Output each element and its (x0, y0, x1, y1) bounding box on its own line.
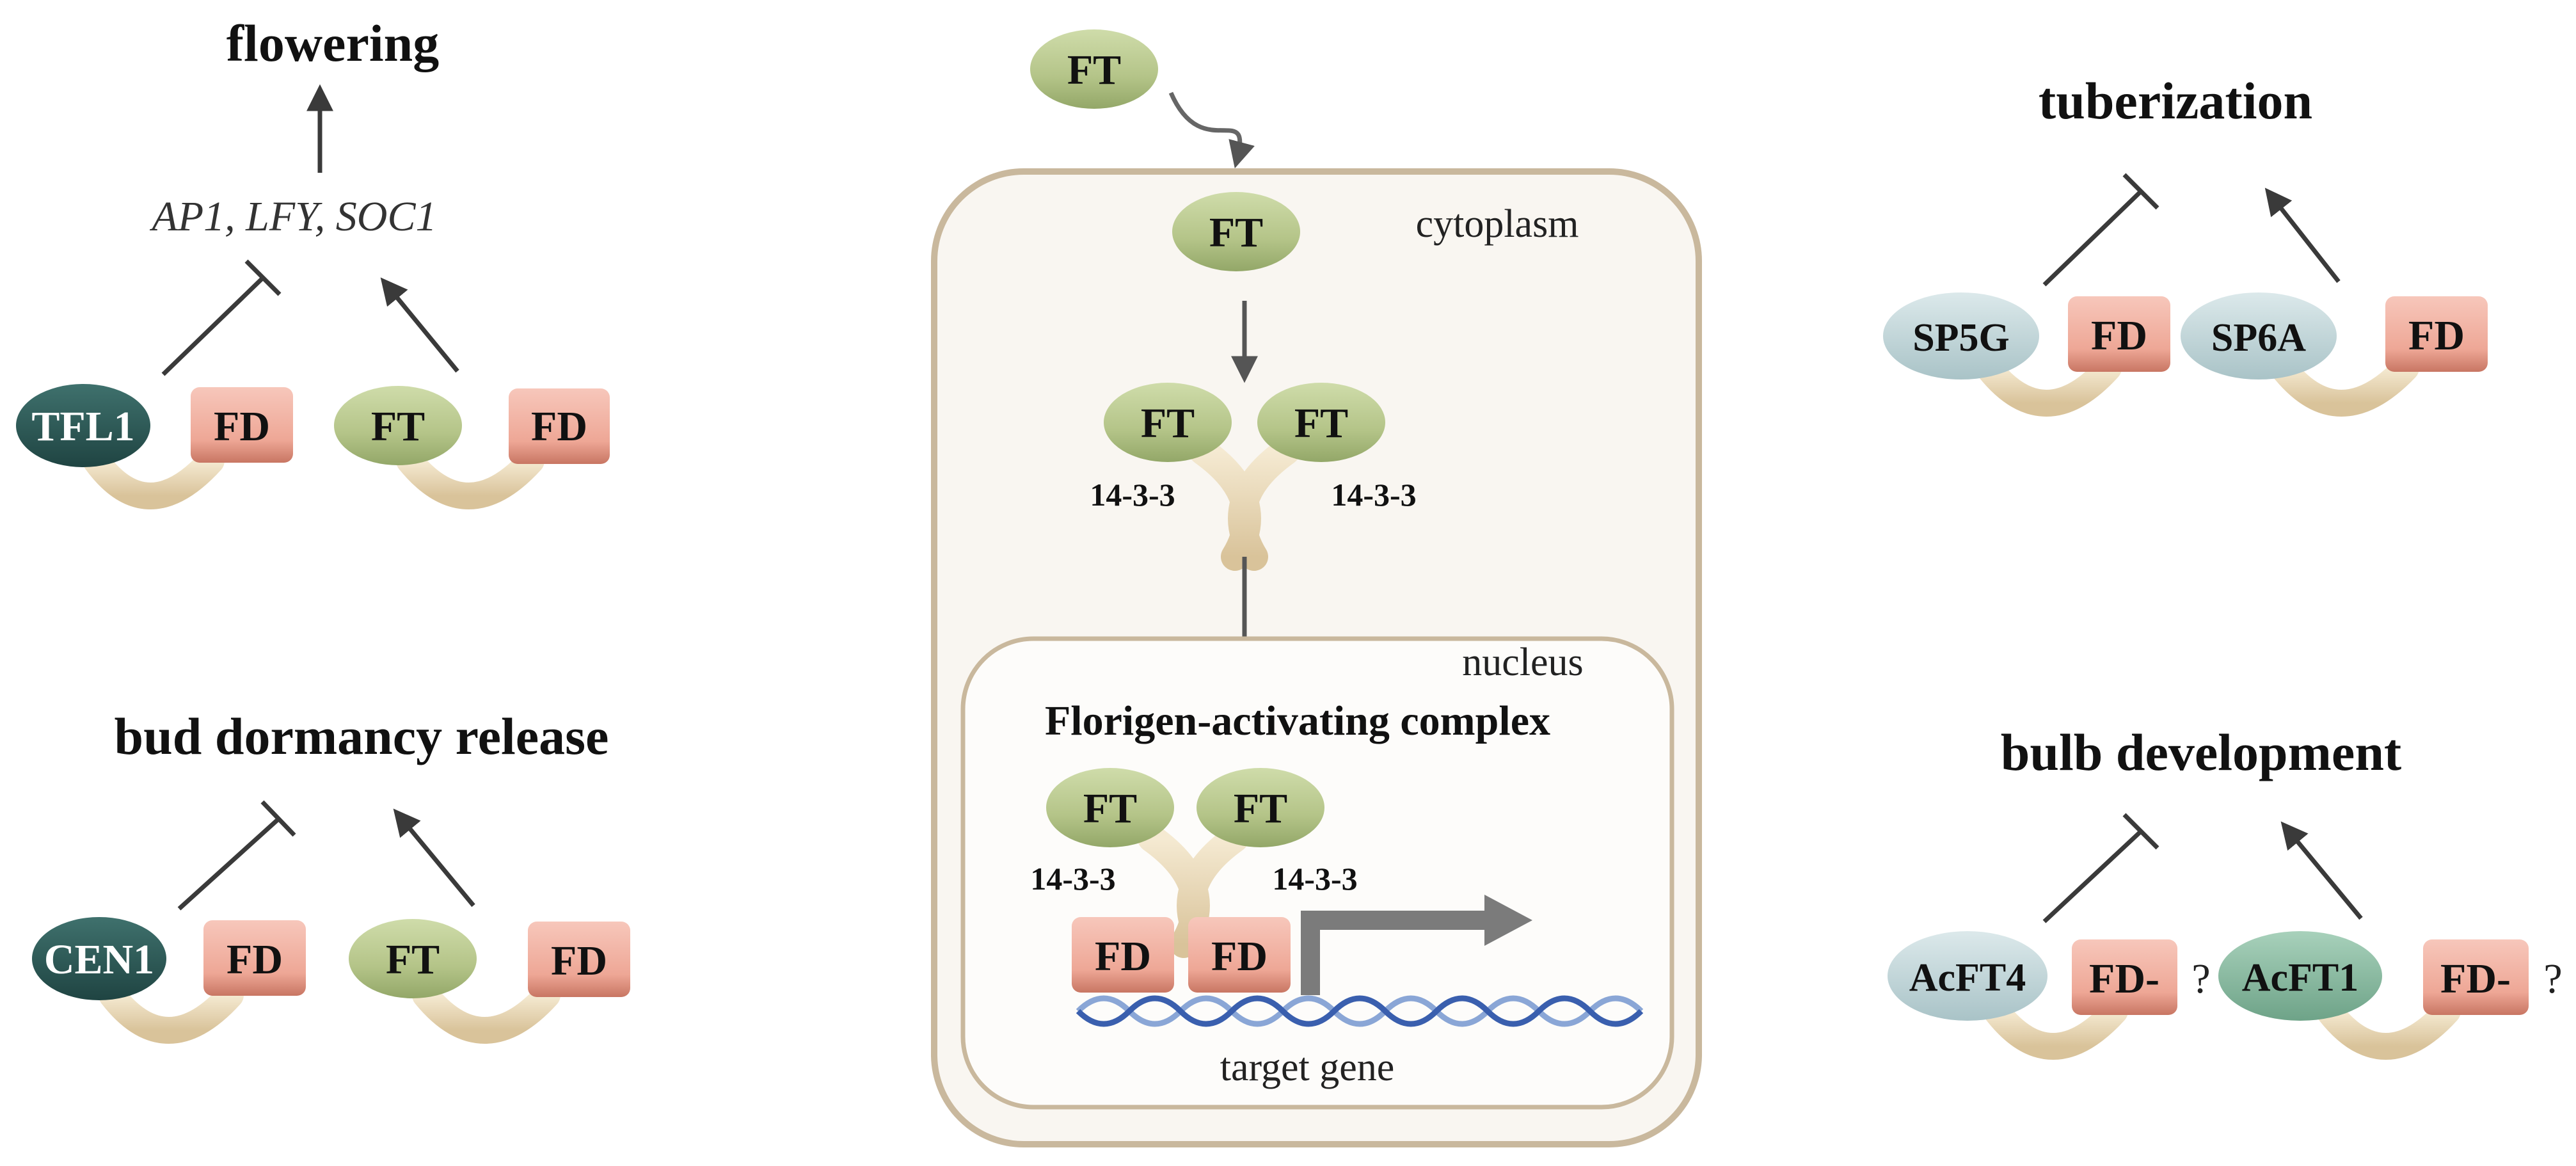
sp5g-linker (1975, 355, 2122, 417)
bulb-panel: bulb development AcFT4 FD- ? AcFT1 FD- ? (1888, 723, 2563, 1060)
fd-label: FD (2408, 312, 2465, 359)
fd-label: FD (551, 938, 607, 984)
fac-title: Florigen-activating complex (1045, 698, 1550, 744)
sp5g-repression-bar (2122, 173, 2159, 210)
acft1-protein (2218, 931, 2382, 1021)
tfl1-protein (16, 384, 150, 467)
cen1-protein (32, 917, 166, 1000)
cen1-linker (99, 982, 244, 1044)
fd-fac-left-label: FD (1095, 933, 1151, 980)
1433-dimer-shape (1189, 437, 1300, 571)
acft4-linker (1983, 998, 2128, 1060)
sp5g-protein (1883, 292, 2039, 379)
transcription-arrow-head (1484, 895, 1532, 946)
sp5g-repression-line (2042, 190, 2142, 287)
fd-label: FD (227, 936, 283, 983)
ft-protein (334, 386, 462, 465)
1433-right-label: 14-3-3 (1331, 477, 1416, 513)
fd-box (2068, 296, 2170, 372)
acft4-repression-line (2042, 830, 2142, 923)
ft-label: FT (386, 936, 440, 983)
fd-box (203, 920, 306, 996)
fd-box (191, 387, 293, 463)
sp6a-label: SP6A (2211, 316, 2306, 360)
ft-linker (412, 982, 561, 1044)
sp6a-protein (2181, 292, 2337, 379)
fd-box (2072, 939, 2177, 1015)
ft-label: FT (371, 403, 425, 450)
fd-box (528, 922, 630, 997)
cen1-repression-line (177, 817, 280, 911)
fd-fac-left-box (1072, 917, 1174, 993)
fac-1433-left-label: 14-3-3 (1030, 861, 1115, 897)
ft-dimer-left-label: FT (1141, 400, 1195, 447)
sp6a-activation-arrow (2264, 188, 2341, 284)
ft-outside-protein (1030, 29, 1158, 109)
acft1-linker (2316, 998, 2461, 1060)
question-mark: ? (2543, 955, 2562, 1002)
dna-strand-dark (1076, 995, 1644, 1027)
fd-box (2423, 939, 2529, 1015)
ft-linker (396, 447, 545, 509)
fd-box (509, 388, 610, 464)
tfl1-linker (83, 447, 225, 509)
nucleus-label: nucleus (1462, 641, 1583, 684)
tfl1-label: TFL1 (31, 403, 134, 450)
ft-fac-left-label: FT (1083, 785, 1137, 832)
acft4-label: AcFT4 (1909, 956, 2026, 1000)
cell-panel: FT cytoplasm FT FT FT 14-3-3 14-3-3 nucl… (931, 29, 1702, 1147)
cen1-label: CEN1 (44, 936, 154, 983)
bulb-title: bulb development (2001, 723, 2402, 781)
ft-activation-arrow (380, 277, 459, 373)
dna-strand-light (1076, 995, 1644, 1027)
fd-label: FD- (2440, 955, 2511, 1002)
fd-fac-right-box (1188, 917, 1291, 993)
fd-label: FD- (2089, 955, 2159, 1002)
bud-title: bud dormancy release (115, 707, 609, 765)
tuberization-panel: tuberization SP5G FD SP6A FD (1883, 72, 2488, 417)
sp5g-label: SP5G (1912, 316, 2010, 360)
tfl1-repression-line (161, 276, 264, 376)
ft-protein (349, 919, 477, 998)
fd-fac-right-label: FD (1211, 933, 1268, 980)
1433-left-label: 14-3-3 (1090, 477, 1175, 513)
ft-fac-left-protein (1046, 768, 1174, 847)
fd-label: FD (2091, 312, 2147, 359)
transcription-arrow (1301, 911, 1491, 995)
tfl1-repression-bar (244, 259, 282, 296)
acft1-label: AcFT1 (2242, 956, 2359, 1000)
question-mark: ? (2191, 955, 2210, 1002)
cytoplasm-label: cytoplasm (1416, 202, 1579, 246)
flowering-genes: AP1, LFY, SOC1 (150, 193, 437, 240)
ft-entry-arrow (1168, 92, 1255, 169)
cen1-repression-bar (260, 800, 296, 837)
bud-dormancy-panel: bud dormancy release CEN1 FD FT FD (32, 707, 630, 1044)
fd-box (2385, 296, 2488, 372)
fac-1433-right-label: 14-3-3 (1272, 861, 1357, 897)
ft-dimer-right-protein (1257, 383, 1385, 462)
ft-outside-label: FT (1067, 47, 1121, 93)
ft-dimer-right-label: FT (1294, 400, 1348, 447)
ft-cytoplasm-protein (1172, 192, 1300, 271)
ft-cytoplasm-label: FT (1209, 209, 1263, 256)
fd-label: FD (214, 403, 270, 450)
sp6a-linker (2270, 355, 2419, 417)
acft1-activation-arrow (2280, 821, 2363, 920)
target-gene-label: target gene (1220, 1046, 1395, 1089)
acft4-repression-bar (2122, 813, 2159, 850)
flowering-title: flowering (227, 14, 439, 72)
fd-label: FD (531, 403, 587, 450)
tuber-title: tuberization (2039, 72, 2312, 130)
ft-activation-arrow (393, 808, 475, 907)
flowering-panel: flowering AP1, LFY, SOC1 TFL1 FD FT FD (16, 14, 610, 509)
ft-dimer-left-protein (1104, 383, 1232, 462)
acft4-protein (1888, 931, 2047, 1021)
ft-fac-right-protein (1197, 768, 1324, 847)
ft-fac-right-label: FT (1234, 785, 1287, 832)
